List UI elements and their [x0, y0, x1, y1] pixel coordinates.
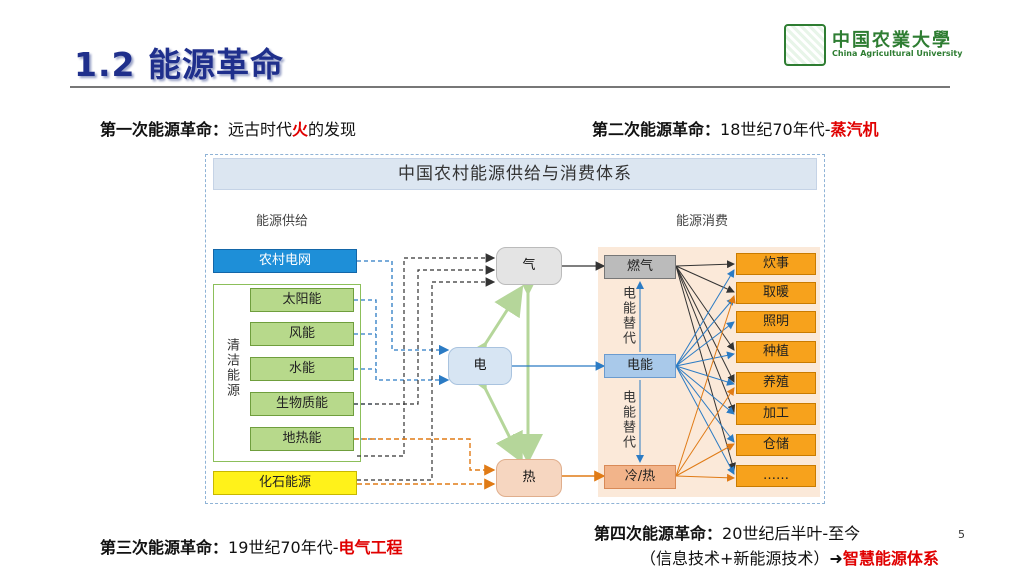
- first-revolution-label: 第一次能源革命：: [100, 120, 229, 139]
- page-title: 1.2 能源革命: [74, 45, 284, 84]
- fourth-revolution-era: 20世纪后半叶-至今: [722, 524, 861, 543]
- second-revolution-era: 18世纪70年代-: [720, 120, 831, 139]
- third-revolution-era: 19世纪70年代-: [228, 538, 339, 557]
- third-revolution: 第三次能源革命：19世纪70年代-电气工程: [100, 534, 403, 558]
- fourth-revolution-line2: （信息技术+新能源技术）➜智慧能源体系: [640, 545, 939, 569]
- fourth-revolution-highlight: 智慧能源体系: [842, 549, 939, 568]
- title-divider: [70, 86, 950, 88]
- clean-energy-label: 清洁能源: [224, 338, 239, 398]
- consumption-heading: 能源消费: [676, 214, 729, 229]
- gas-hub: 气: [496, 247, 562, 285]
- clean-source-biomass: 生物质能: [250, 392, 354, 416]
- electric-hub: 电: [448, 347, 512, 385]
- second-revolution-label: 第二次能源革命：: [592, 120, 721, 139]
- logo-chinese-name: 中国农業大學: [832, 30, 952, 51]
- page-number: 5: [958, 528, 965, 541]
- use-storage: 仓储: [736, 434, 816, 456]
- second-revolution: 第二次能源革命：18世纪70年代-蒸汽机: [592, 116, 879, 140]
- fourth-revolution-tech: （信息技术+新能源技术）: [640, 549, 830, 568]
- fourth-revolution: 第四次能源革命：20世纪后半叶-至今: [594, 520, 860, 544]
- gas-carrier-box: 燃气: [604, 255, 676, 279]
- first-revolution-suffix: 的发现: [308, 120, 357, 139]
- diagram-title: 中国农村能源供给与消费体系: [213, 158, 817, 190]
- logo-english-name: China Agricultural University: [832, 49, 963, 58]
- electric-carrier-box: 电能: [604, 354, 676, 378]
- substitution-label-top: 电能替代: [620, 286, 635, 346]
- rural-grid-box: 农村电网: [213, 249, 357, 273]
- clean-source-solar: 太阳能: [250, 288, 354, 312]
- fossil-energy-box: 化石能源: [213, 471, 357, 495]
- clean-energy-group: [213, 284, 361, 462]
- first-revolution: 第一次能源革命：远古时代火的发现: [100, 116, 356, 140]
- use-more: ……: [736, 465, 816, 487]
- arrow-icon: ➜: [829, 549, 843, 568]
- use-cooking: 炊事: [736, 253, 816, 275]
- first-revolution-highlight: 火: [292, 120, 309, 139]
- second-revolution-highlight: 蒸汽机: [830, 120, 879, 139]
- substitution-label-bottom: 电能替代: [620, 390, 635, 450]
- fourth-revolution-label: 第四次能源革命：: [594, 524, 723, 543]
- clean-source-hydro: 水能: [250, 357, 354, 381]
- use-planting: 种植: [736, 341, 816, 363]
- use-processing: 加工: [736, 403, 816, 425]
- use-lighting: 照明: [736, 311, 816, 333]
- cold-heat-carrier-box: 冷/热: [604, 465, 676, 489]
- university-seal-icon: [784, 24, 826, 66]
- third-revolution-label: 第三次能源革命：: [100, 538, 229, 557]
- heat-hub: 热: [496, 459, 562, 497]
- use-breeding: 养殖: [736, 372, 816, 394]
- clean-source-wind: 风能: [250, 322, 354, 346]
- clean-source-geothermal: 地热能: [250, 427, 354, 451]
- use-heating: 取暖: [736, 282, 816, 304]
- first-revolution-era: 远古时代: [228, 120, 293, 139]
- supply-heading: 能源供给: [256, 214, 309, 229]
- third-revolution-highlight: 电气工程: [338, 538, 403, 557]
- university-logo: 中国农業大學 China Agricultural University: [784, 24, 1004, 66]
